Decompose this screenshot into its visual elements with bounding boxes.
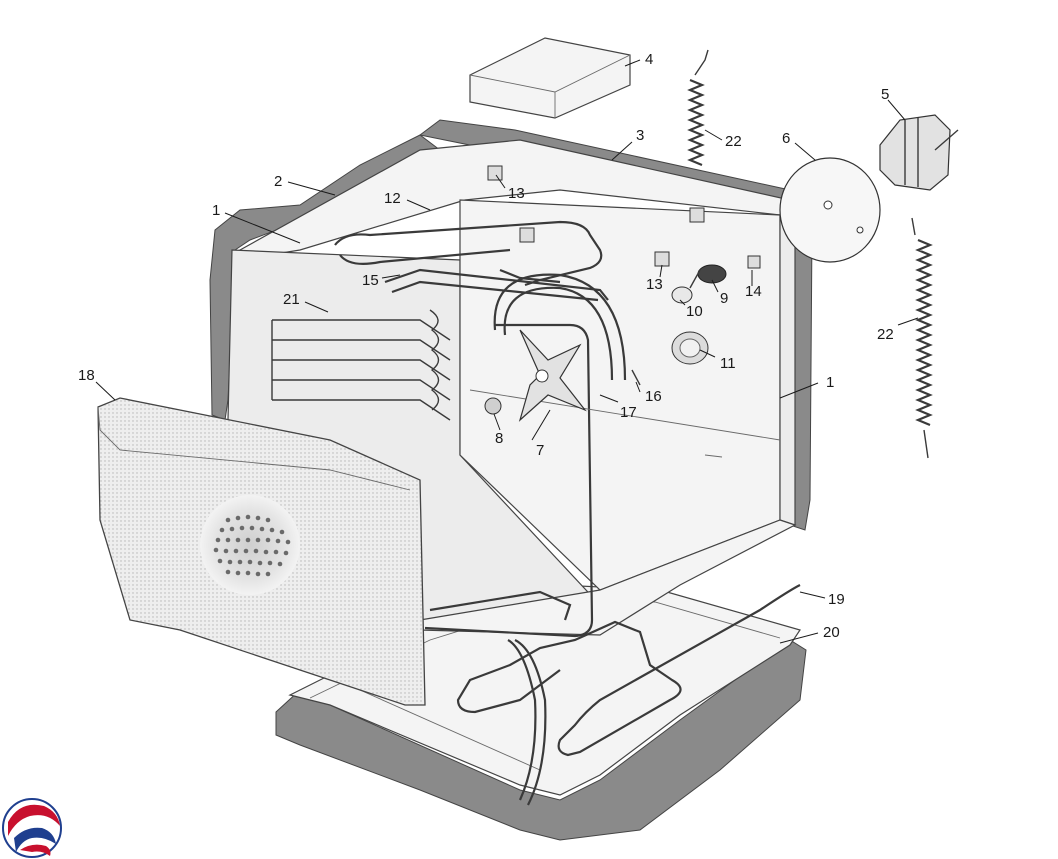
fan-nut (484, 397, 502, 415)
callout-9: 9 (720, 290, 728, 307)
fan-motor (879, 114, 959, 191)
leader-lines (95, 59, 919, 644)
callout-12: 12 (384, 190, 401, 207)
callout-5: 5 (881, 86, 889, 103)
bottom-element (429, 584, 801, 757)
callout-1a: 1 (212, 202, 220, 219)
callout-13b: 13 (646, 276, 663, 293)
callout-16: 16 (645, 388, 662, 405)
clips (487, 165, 761, 269)
callout-18: 18 (78, 367, 95, 384)
callout-3: 3 (636, 127, 644, 144)
callout-1b: 1 (826, 374, 834, 391)
callout-labels: 1 1 2 3 4 5 6 7 8 9 10 11 12 13 13 14 15… (78, 51, 894, 641)
top-heating-element (334, 220, 609, 302)
bottom-insulation (275, 639, 807, 841)
callout-22b: 22 (877, 326, 894, 343)
brand-logo-icon (2, 798, 62, 858)
door-vent-holes (213, 514, 291, 577)
top-cover (469, 37, 631, 119)
lamp-bulb (671, 286, 693, 304)
callout-7: 7 (536, 442, 544, 459)
callout-21: 21 (283, 291, 300, 308)
callout-20: 20 (823, 624, 840, 641)
oven-cavity (209, 119, 813, 638)
callout-13a: 13 (508, 185, 525, 202)
side-rack (271, 309, 451, 421)
spring-right (911, 217, 933, 459)
callout-10: 10 (686, 303, 703, 320)
lamp-cover (671, 331, 709, 365)
callout-8: 8 (495, 430, 503, 447)
callout-19: 19 (828, 591, 845, 608)
callout-17: 17 (620, 404, 637, 421)
lamp-holder (689, 264, 727, 289)
callout-22a: 22 (725, 133, 742, 150)
callout-11: 11 (720, 355, 736, 372)
rear-element (493, 273, 627, 381)
callout-4: 4 (645, 51, 653, 68)
fan-blade (518, 329, 587, 422)
cable (507, 639, 547, 806)
callout-15: 15 (362, 272, 379, 289)
callout-14: 14 (745, 283, 762, 300)
spring-left (687, 49, 709, 167)
door-panel (97, 397, 426, 706)
callout-6: 6 (782, 130, 790, 147)
callout-2: 2 (274, 173, 282, 190)
screw (631, 369, 641, 386)
rear-cover-plate (779, 157, 881, 263)
